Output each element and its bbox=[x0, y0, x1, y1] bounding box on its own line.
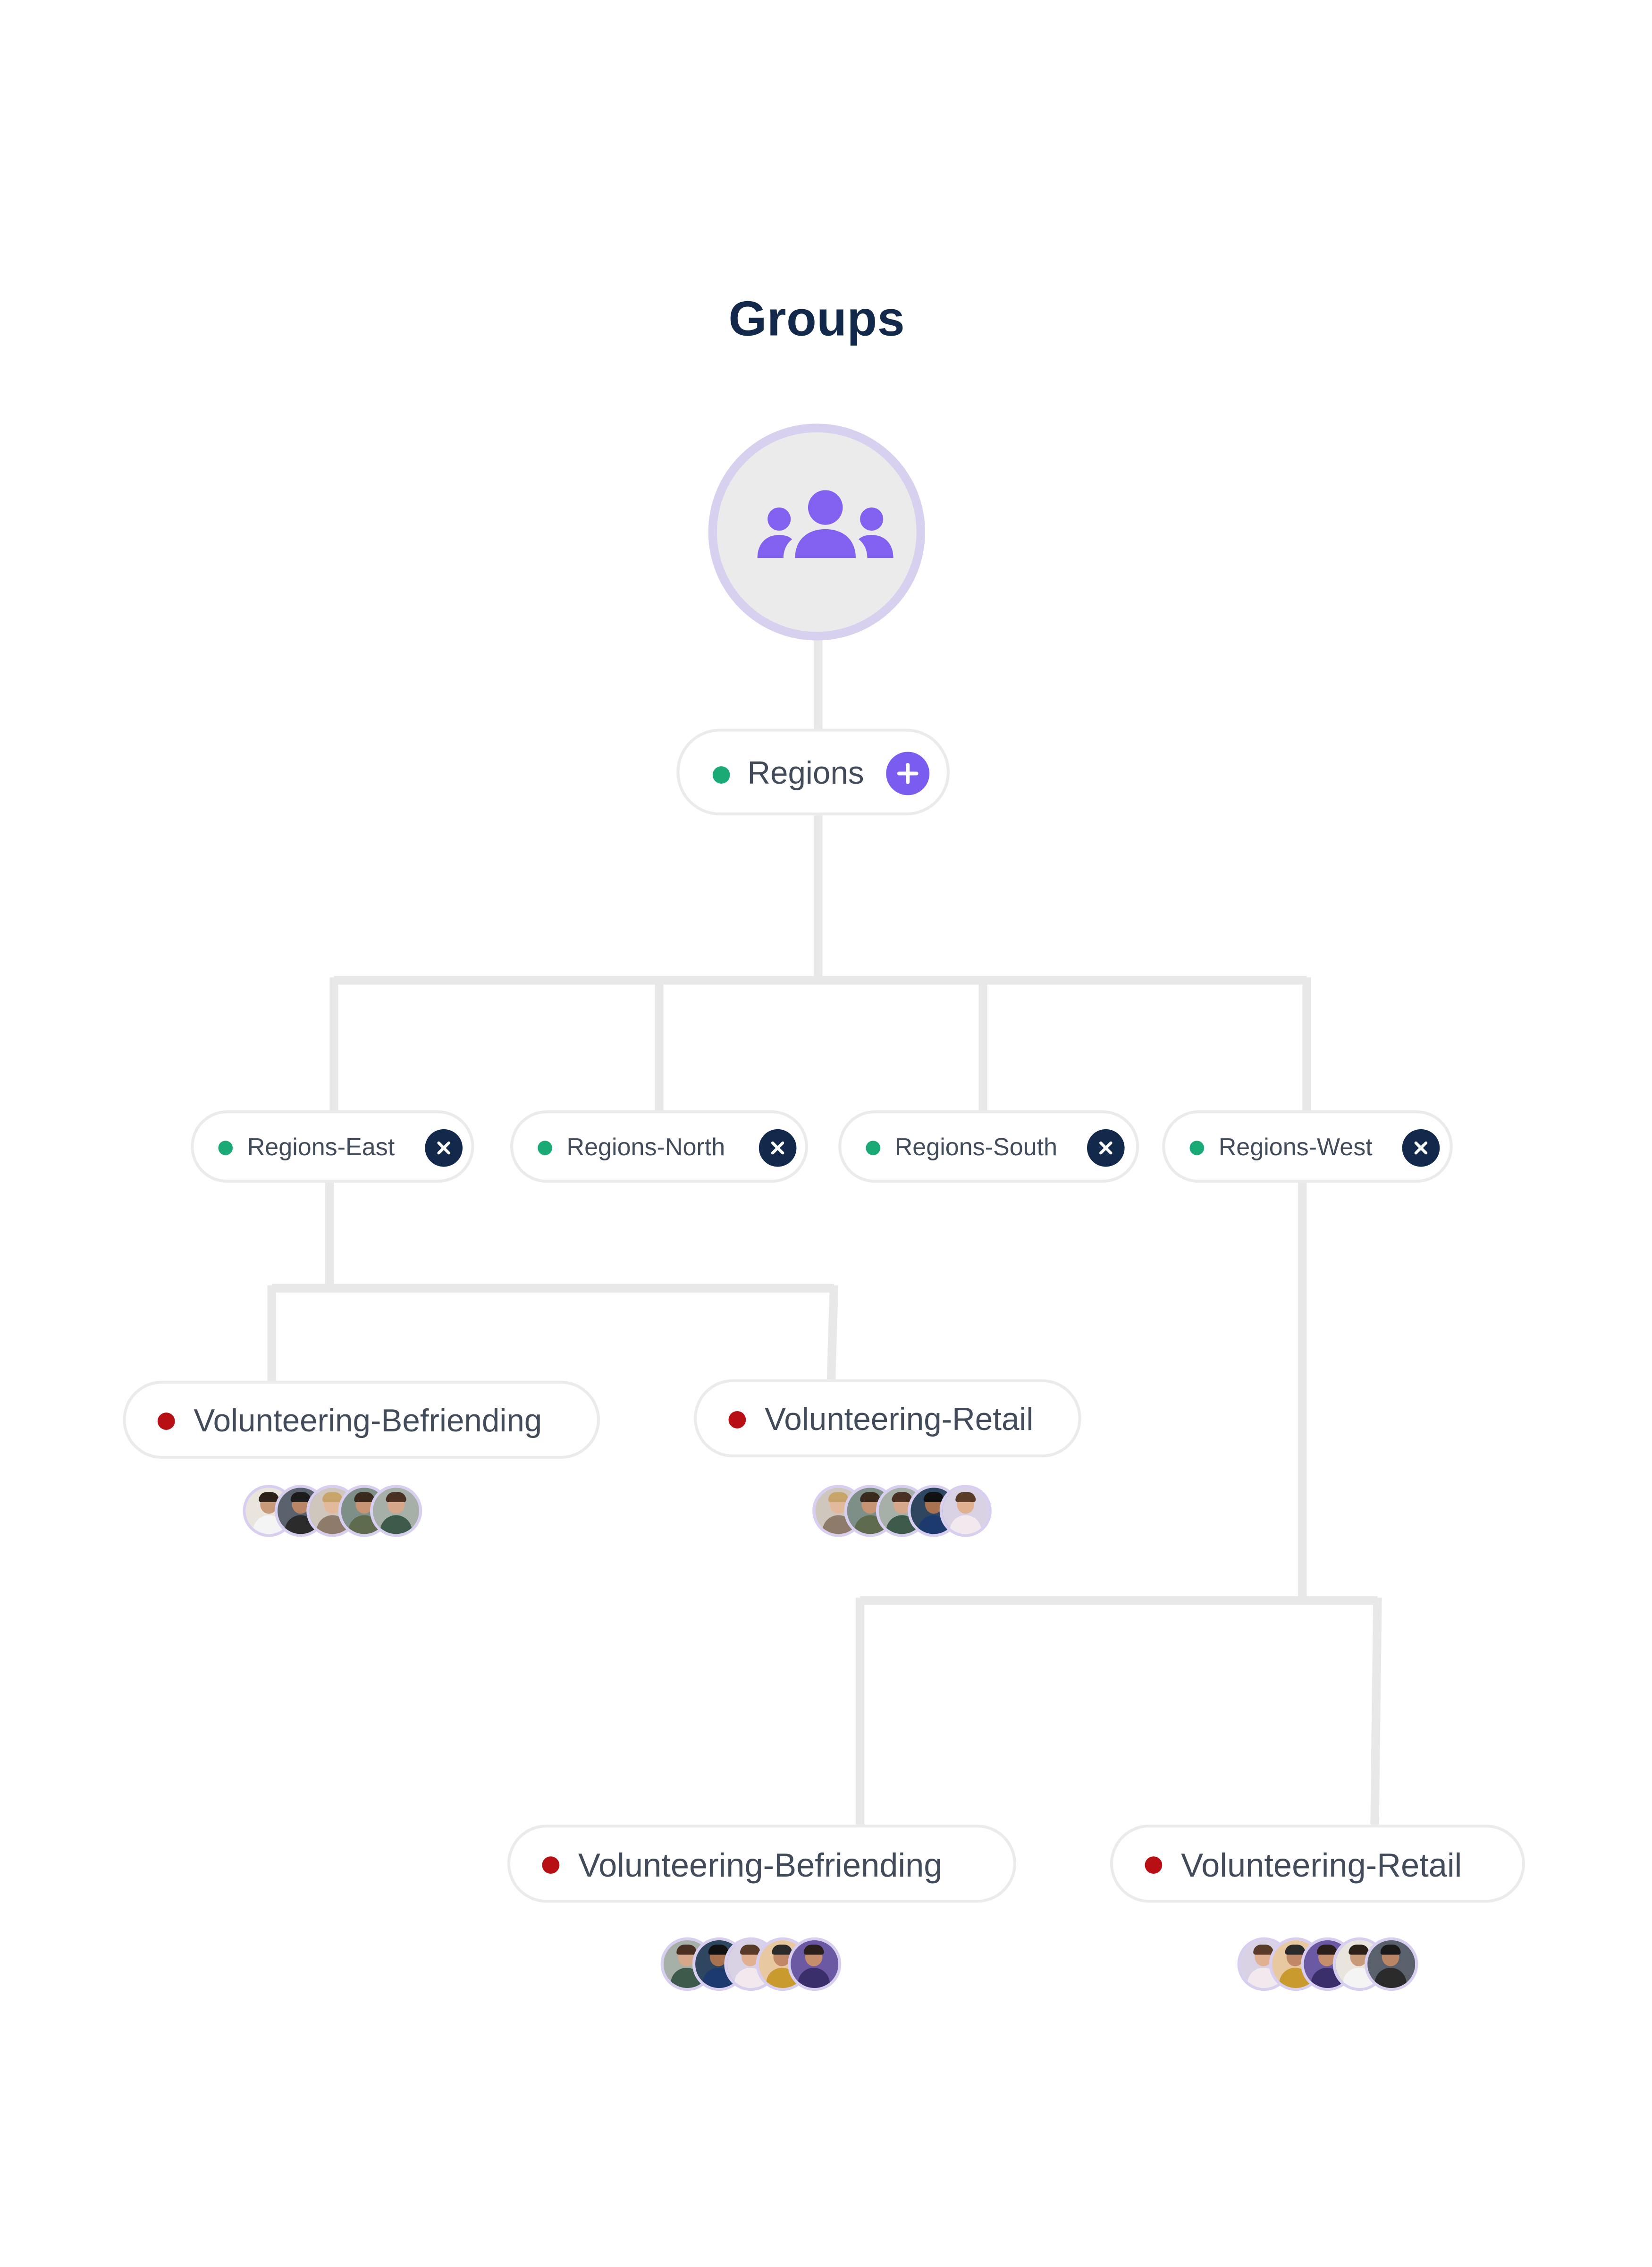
plus-icon bbox=[897, 763, 919, 784]
member-avatar[interactable] bbox=[370, 1485, 422, 1537]
root-group-node[interactable] bbox=[708, 423, 925, 641]
remove-node-button[interactable] bbox=[1402, 1129, 1440, 1167]
remove-node-button[interactable] bbox=[1087, 1129, 1125, 1167]
status-dot-inactive bbox=[542, 1856, 560, 1874]
member-avatars[interactable] bbox=[1237, 1937, 1423, 1991]
status-dot-inactive bbox=[1145, 1856, 1163, 1874]
node-label: Regions bbox=[747, 754, 864, 791]
close-icon bbox=[1099, 1141, 1113, 1155]
member-avatars[interactable] bbox=[660, 1937, 846, 1991]
node-regions-east[interactable]: Regions-East bbox=[191, 1110, 474, 1183]
status-dot-inactive bbox=[728, 1411, 746, 1429]
remove-node-button[interactable] bbox=[759, 1129, 797, 1167]
connector-to-east-retail bbox=[826, 1285, 839, 1379]
node-west-volunteering-retail[interactable]: Volunteering-Retail bbox=[1110, 1824, 1525, 1903]
close-icon bbox=[437, 1141, 450, 1155]
node-label: Regions-North bbox=[566, 1134, 725, 1161]
close-icon bbox=[1414, 1141, 1428, 1155]
group-people-icon bbox=[757, 490, 893, 558]
node-label: Regions-West bbox=[1218, 1134, 1373, 1161]
node-regions-south[interactable]: Regions-South bbox=[838, 1110, 1139, 1183]
status-dot-active bbox=[1189, 1141, 1205, 1155]
node-east-volunteering-befriending[interactable]: Volunteering-Befriending bbox=[123, 1380, 600, 1459]
member-avatar[interactable] bbox=[1365, 1937, 1418, 1991]
status-dot-active bbox=[538, 1141, 552, 1155]
node-east-volunteering-retail[interactable]: Volunteering-Retail bbox=[694, 1379, 1081, 1457]
node-label: Volunteering-Befriending bbox=[578, 1846, 943, 1884]
close-icon bbox=[771, 1141, 784, 1155]
page-title: Groups bbox=[728, 292, 905, 347]
node-label: Regions-South bbox=[894, 1134, 1058, 1161]
connector-to-west-retail bbox=[1370, 1597, 1382, 1825]
status-dot-active bbox=[866, 1141, 881, 1155]
member-avatar[interactable] bbox=[939, 1485, 992, 1537]
node-regions-west[interactable]: Regions-West bbox=[1162, 1110, 1453, 1183]
status-dot-active bbox=[712, 766, 730, 784]
status-dot-inactive bbox=[157, 1413, 175, 1430]
node-west-volunteering-befriending[interactable]: Volunteering-Befriending bbox=[507, 1824, 1016, 1903]
status-dot-active bbox=[218, 1141, 233, 1155]
node-label: Volunteering-Retail bbox=[765, 1401, 1034, 1438]
node-label: Volunteering-Retail bbox=[1181, 1846, 1462, 1884]
member-avatars[interactable] bbox=[243, 1485, 422, 1537]
member-avatars[interactable] bbox=[812, 1485, 992, 1537]
node-label: Volunteering-Befriending bbox=[194, 1402, 542, 1439]
node-regions[interactable]: Regions bbox=[676, 728, 950, 816]
remove-node-button[interactable] bbox=[425, 1129, 463, 1167]
add-child-button[interactable] bbox=[886, 752, 930, 795]
node-regions-north[interactable]: Regions-North bbox=[510, 1110, 808, 1183]
member-avatar[interactable] bbox=[788, 1937, 842, 1991]
node-label: Regions-East bbox=[247, 1134, 395, 1161]
